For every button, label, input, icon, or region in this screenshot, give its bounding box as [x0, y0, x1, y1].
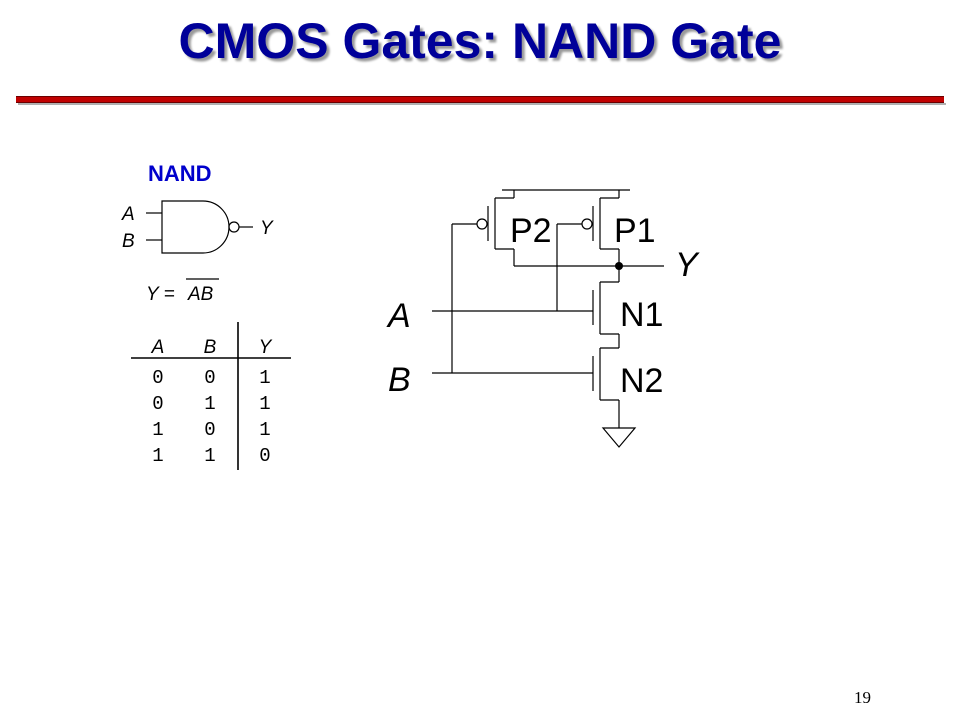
title-divider [16, 96, 944, 103]
p2-label: P2 [510, 212, 552, 250]
p1-label: P1 [614, 212, 656, 250]
equation-overbar-term: AB [187, 284, 214, 305]
circuit-input-a-label: A [386, 297, 411, 335]
pmos-p2 [476, 197, 514, 250]
nmos-n1 [592, 281, 619, 335]
truth-table-header-b: B [204, 337, 217, 358]
truth-table-cell-r2-y: 1 [259, 393, 270, 415]
gate-input-a-label: A [121, 204, 135, 225]
slide-title: CMOS Gates: NAND Gate [178, 13, 782, 69]
truth-table-cell-r2-a: 0 [152, 393, 163, 415]
output-junction-dot [615, 262, 623, 270]
truth-table-cell-r1-b: 0 [204, 367, 215, 389]
truth-table-cell-r4-y: 0 [259, 445, 270, 467]
truth-table-cell-r3-a: 1 [152, 419, 163, 441]
truth-table-header-a: A [151, 337, 165, 358]
gate-input-b-label: B [122, 231, 135, 252]
ground-icon [601, 427, 637, 448]
equation-lhs: Y = [146, 284, 175, 305]
page-number: 19 [854, 688, 871, 707]
truth-table-cell-r1-a: 0 [152, 367, 163, 389]
p1-gate-bubble [581, 218, 593, 230]
gate-output-label: Y [260, 218, 274, 239]
n1-label: N1 [620, 296, 663, 334]
circuit-input-b-label: B [388, 361, 411, 399]
truth-table-header-y: Y [259, 337, 273, 358]
gate-body [161, 200, 230, 254]
nmos-n2 [592, 347, 619, 401]
title-divider-shadow [18, 103, 946, 105]
truth-table-cell-r4-a: 1 [152, 445, 163, 467]
truth-table: A B Y 0 0 1 0 1 1 1 0 1 1 1 0 [131, 322, 291, 470]
n2-label: N2 [620, 362, 663, 400]
truth-table-cell-r4-b: 1 [204, 445, 215, 467]
gate-heading: NAND [148, 161, 212, 186]
nand-gate-symbol: NAND A B Y Y = AB [121, 161, 274, 305]
truth-table-cell-r2-b: 1 [204, 393, 215, 415]
truth-table-cell-r3-b: 0 [204, 419, 215, 441]
gate-inversion-bubble [228, 221, 240, 233]
truth-table-cell-r1-y: 1 [259, 367, 270, 389]
circuit-output-label: Y [675, 246, 700, 284]
p2-gate-bubble [476, 218, 488, 230]
truth-table-cells: A B Y 0 0 1 0 1 1 1 0 1 1 1 0 [151, 337, 273, 467]
cmos-schematic [432, 189, 664, 448]
truth-table-cell-r3-y: 1 [259, 419, 270, 441]
